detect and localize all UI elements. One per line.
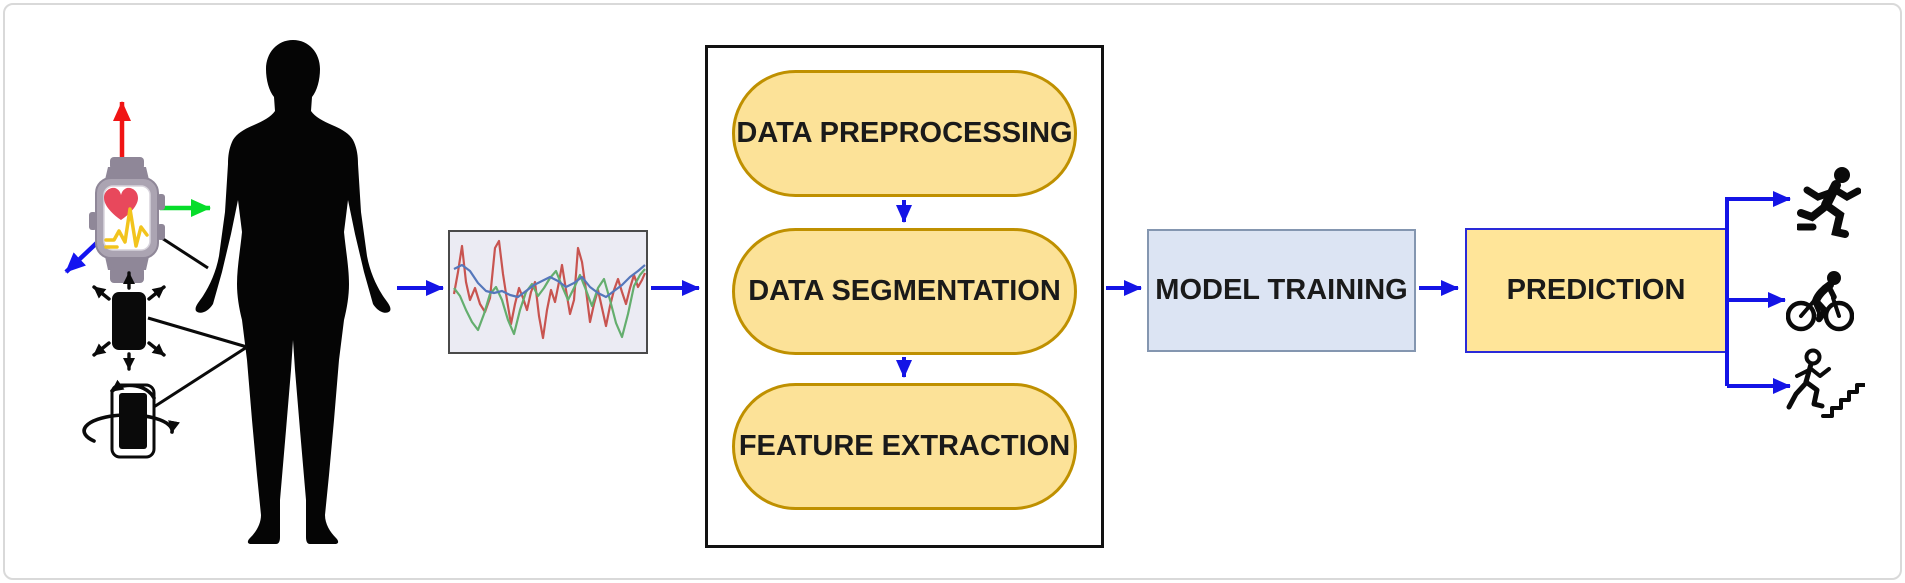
human-silhouette (195, 40, 391, 544)
step-data-segmentation-label: DATA SEGMENTATION (748, 275, 1061, 307)
step-data-segmentation: DATA SEGMENTATION (732, 228, 1077, 355)
prediction-box: PREDICTION (1465, 228, 1727, 353)
smartwatch-heart-rate-icon (89, 157, 165, 283)
ecg-line-icon (104, 207, 149, 248)
step-data-preprocessing-label: DATA PREPROCESSING (736, 117, 1073, 149)
stair-climbing-icon (1786, 348, 1865, 418)
prediction-label: PREDICTION (1506, 274, 1686, 306)
sensor-signal-plot (448, 230, 648, 354)
model-training-box: MODEL TRAINING (1147, 229, 1416, 352)
smartphone-accelerometer-icon (92, 271, 166, 371)
step-feature-extraction: FEATURE EXTRACTION (732, 383, 1077, 510)
sensor-connection-lines (145, 231, 248, 414)
running-icon (1797, 167, 1861, 238)
step-feature-extraction-label: FEATURE EXTRACTION (738, 430, 1071, 462)
signal-z-line (453, 263, 646, 299)
cycling-icon (1786, 271, 1854, 332)
smartphone-gyroscope-icon (82, 379, 180, 459)
step-data-preprocessing: DATA PREPROCESSING (732, 70, 1077, 197)
model-training-label: MODEL TRAINING (1155, 274, 1408, 306)
